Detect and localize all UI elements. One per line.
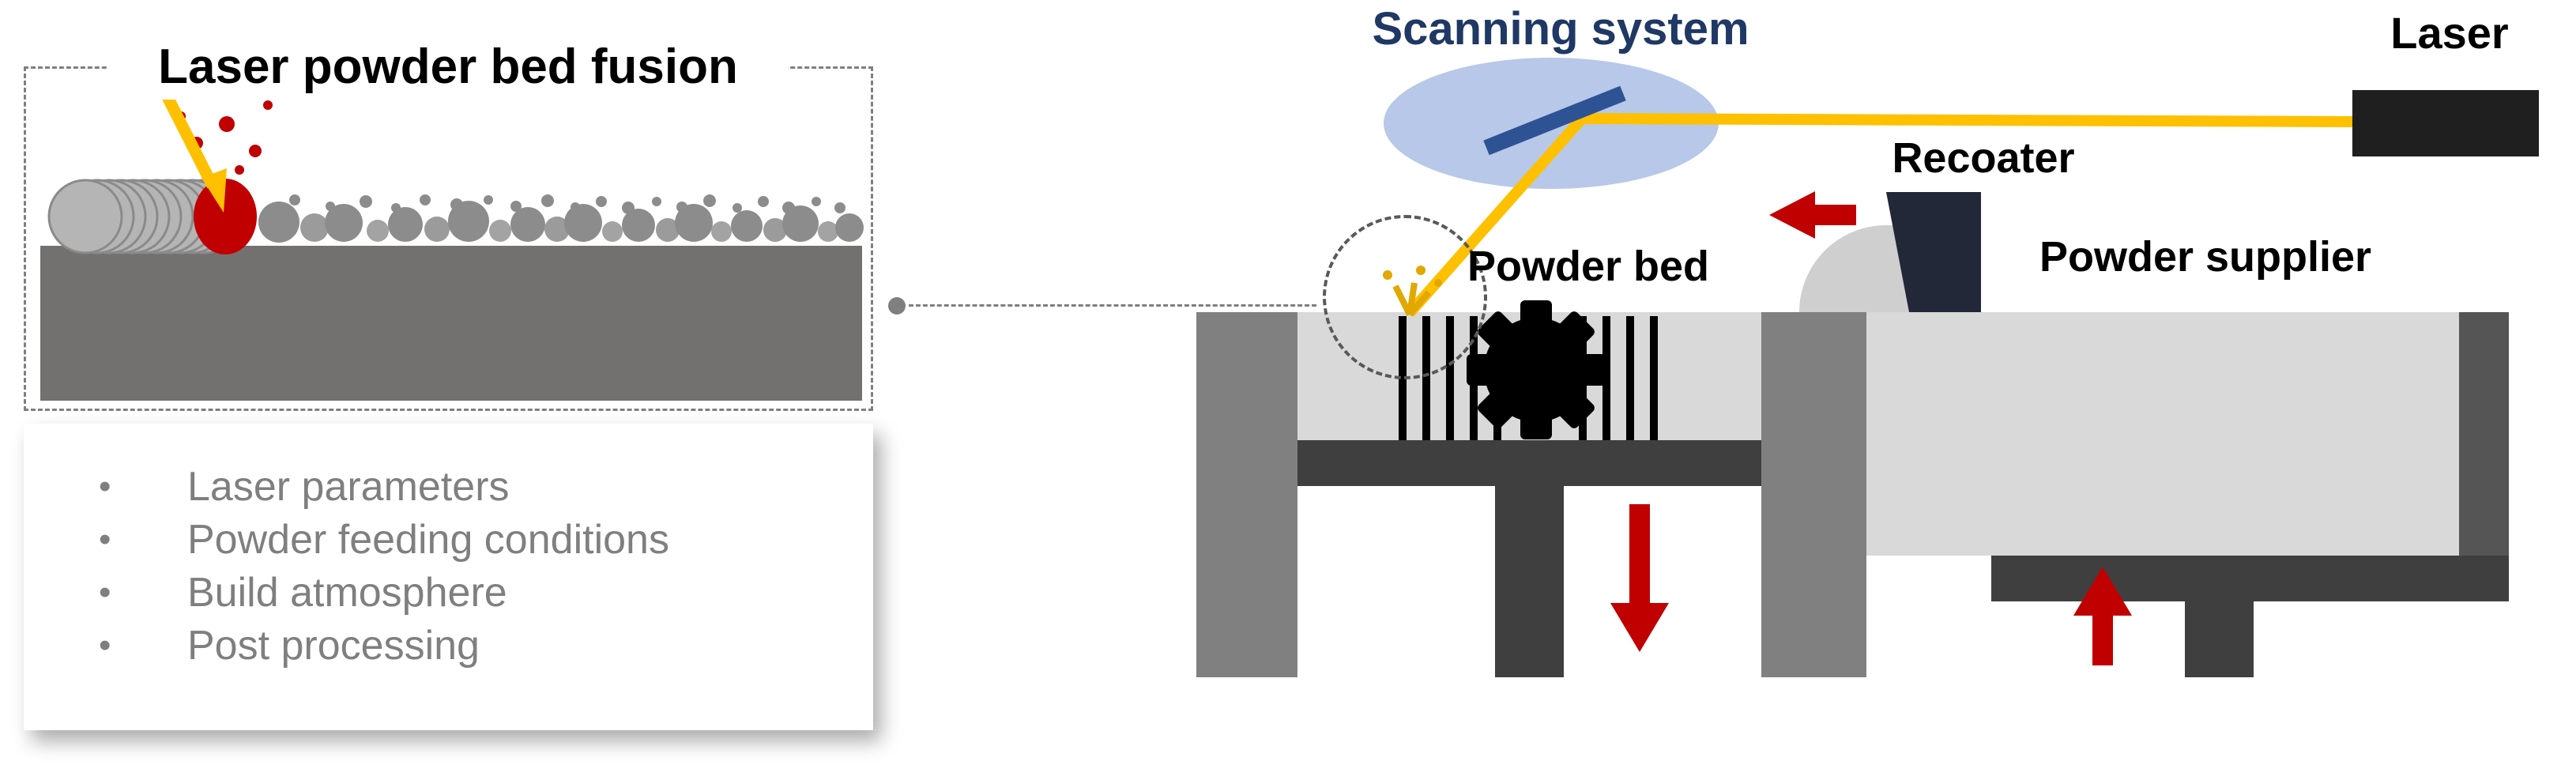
melt-pool-illustration	[40, 83, 864, 401]
connector-dot	[888, 297, 906, 315]
supply-platform-up-arrow-icon	[2073, 567, 2132, 665]
chamber-wall-left	[1196, 312, 1297, 677]
substrate	[40, 246, 862, 401]
connector-dashed-line	[909, 304, 1316, 307]
chamber-wall-right	[2459, 312, 2509, 601]
melt-zone-dashed-circle	[1323, 215, 1487, 379]
melt-pool	[194, 179, 257, 254]
recoater-label: Recoater	[1892, 134, 2075, 182]
parameter-list: Laser parameters Powder feeding conditio…	[24, 424, 873, 672]
laser-label: Laser	[2390, 7, 2509, 58]
list-item: Powder feeding conditions	[99, 513, 873, 566]
supply-piston	[2185, 601, 2254, 677]
list-item: Post processing	[99, 619, 873, 672]
laser-beam-inset	[156, 83, 227, 213]
build-piston	[1495, 486, 1564, 677]
process-parameters-card: Laser parameters Powder feeding conditio…	[24, 424, 873, 730]
powder-supply-area	[1866, 312, 2459, 556]
powder-particles	[258, 194, 864, 243]
inset-title: Laser powder bed fusion	[108, 33, 788, 100]
build-platform-down-arrow-icon	[1610, 504, 1669, 652]
laser-source	[2352, 90, 2539, 156]
recoater-blade	[1886, 192, 1981, 312]
supply-platform	[1991, 556, 2509, 601]
powder-bed-label: Powder bed	[1467, 243, 1710, 290]
scanning-system-label: Scanning system	[1372, 2, 1749, 55]
powder-supplier-label: Powder supplier	[2039, 233, 2372, 281]
list-item: Build atmosphere	[99, 566, 873, 619]
list-item: Laser parameters	[99, 460, 873, 513]
inset-dashed-box	[24, 66, 873, 411]
recoater-direction-left-arrow-icon	[1769, 191, 1856, 239]
build-platform	[1297, 440, 1761, 486]
printed-gear-part	[1467, 300, 1606, 439]
chamber-wall-middle	[1761, 312, 1866, 677]
galvo-mirror-icon	[1483, 85, 1626, 156]
